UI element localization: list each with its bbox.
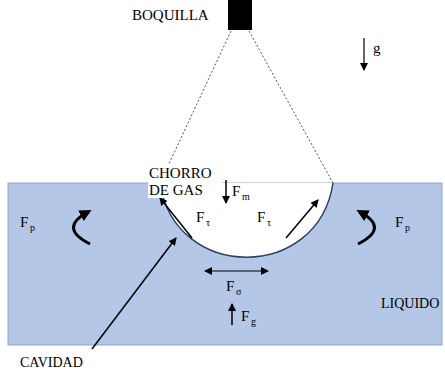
force-subscript: g	[251, 316, 256, 327]
force-subscript: σ	[236, 286, 241, 297]
symbol-label: g	[373, 40, 381, 57]
force-symbol: F	[241, 308, 249, 325]
liquid-bath	[8, 183, 442, 345]
force-arrow	[231, 304, 233, 325]
force-arrow	[205, 270, 268, 271]
force-symbol: F	[226, 278, 234, 295]
pressure-arrow	[73, 212, 90, 244]
force-subscript: τ	[206, 217, 210, 228]
force-symbol: F	[232, 183, 240, 200]
force-arrow	[225, 180, 227, 203]
force-subscript: τ	[267, 217, 271, 228]
force-symbol: F	[196, 209, 204, 226]
gravity-arrow	[363, 38, 364, 70]
force-arrow	[286, 200, 318, 238]
force-symbol: F	[257, 209, 265, 226]
part-label: BOQUILLA	[132, 7, 209, 24]
jet-edge	[160, 31, 231, 183]
part-label: CAVIDAD	[20, 355, 83, 370]
pressure-arrow	[358, 212, 375, 244]
jet-edge	[249, 31, 333, 183]
force-arrow	[160, 198, 192, 238]
force-symbol: F	[395, 214, 403, 231]
part-label: LIQUIDO	[381, 296, 439, 311]
nozzle	[228, 0, 252, 30]
part-label: CHORRO DE GAS	[148, 165, 222, 198]
force-subscript: p	[30, 222, 35, 233]
force-subscript: m	[242, 191, 250, 202]
force-symbol: F	[20, 214, 28, 231]
leader-arrow	[92, 238, 176, 349]
force-subscript: p	[405, 222, 410, 233]
